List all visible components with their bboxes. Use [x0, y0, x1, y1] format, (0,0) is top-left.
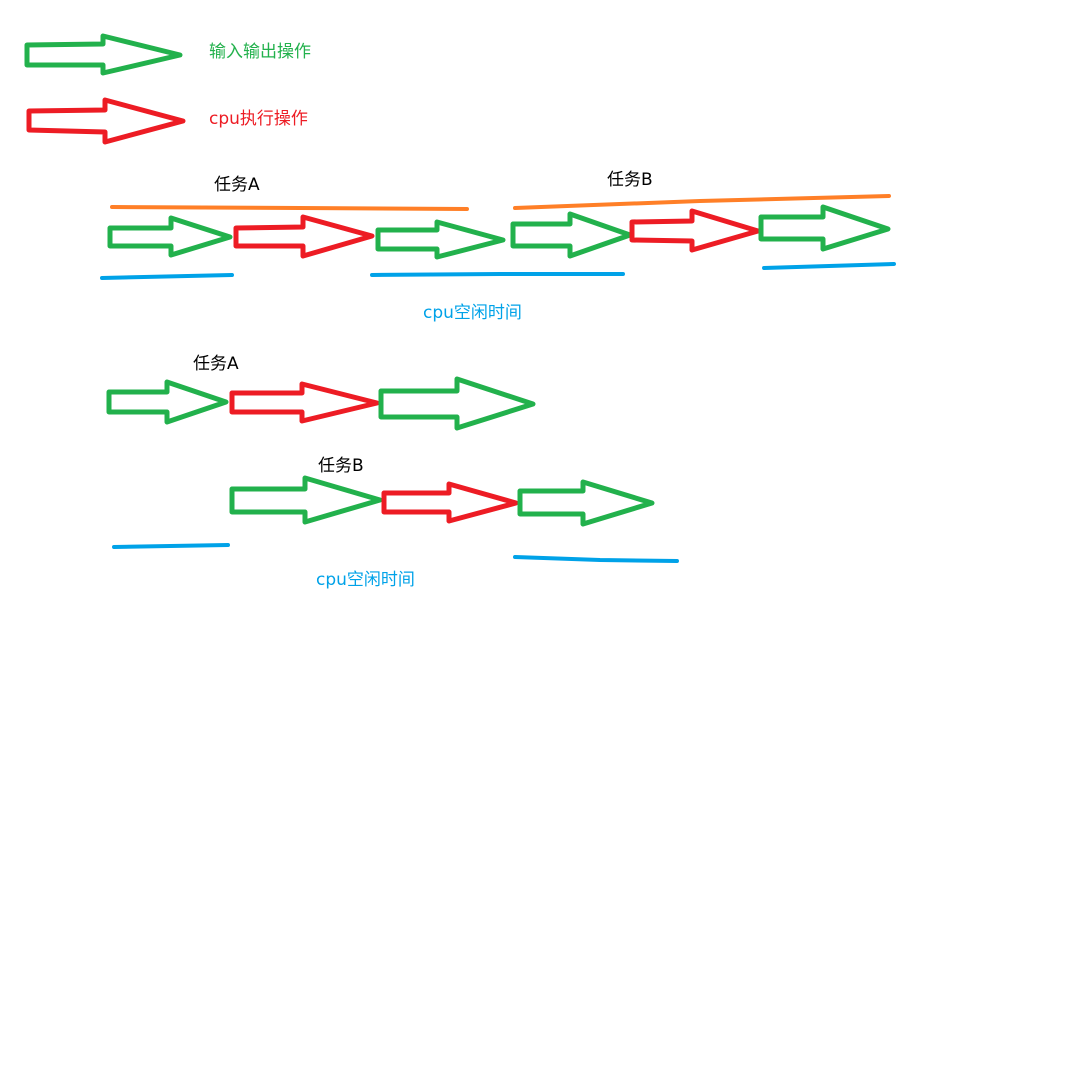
s2-idle-label: cpu空闲时间 — [316, 570, 415, 590]
s1-io-arrow — [758, 204, 891, 252]
task-b-span-line — [513, 194, 891, 210]
section-sequential: 任务A 任务B cpu空闲时间 — [100, 170, 896, 323]
s2-idle-line — [513, 555, 679, 563]
s1-io-arrow — [510, 211, 633, 259]
s2-task-a-io-arrow — [106, 379, 229, 425]
legend: 输入输出操作 cpu执行操作 — [24, 33, 311, 145]
s1-idle-line — [762, 262, 896, 270]
legend-cpu-arrow — [26, 97, 186, 145]
s1-cpu-arrow — [629, 208, 761, 253]
s1-cpu-arrow — [233, 214, 375, 259]
s1-idle-label: cpu空闲时间 — [423, 303, 522, 323]
s2-task-a-cpu-arrow — [229, 381, 380, 424]
s2-task-b-cpu-arrow — [381, 481, 519, 524]
task-a-label-1: 任务A — [214, 175, 260, 195]
task-b-label-1: 任务B — [607, 170, 653, 190]
task-b-label-2: 任务B — [318, 456, 364, 476]
s1-idle-line — [370, 272, 625, 277]
legend-io-label: 输入输出操作 — [209, 42, 311, 62]
s1-io-arrow — [107, 215, 233, 258]
s2-idle-line — [112, 543, 230, 549]
legend-cpu-label: cpu执行操作 — [209, 109, 308, 129]
s2-task-a-io-arrow — [378, 376, 536, 431]
s2-task-b-io-arrow — [229, 475, 383, 525]
section-overlapped: 任务A 任务B cpu空闲时间 — [106, 354, 679, 590]
s1-io-arrow — [375, 219, 506, 260]
s1-idle-line — [100, 273, 234, 280]
task-a-span-line — [110, 205, 469, 211]
legend-io-arrow — [24, 33, 183, 76]
task-a-label-2: 任务A — [193, 354, 239, 374]
s2-task-b-io-arrow — [517, 479, 655, 527]
